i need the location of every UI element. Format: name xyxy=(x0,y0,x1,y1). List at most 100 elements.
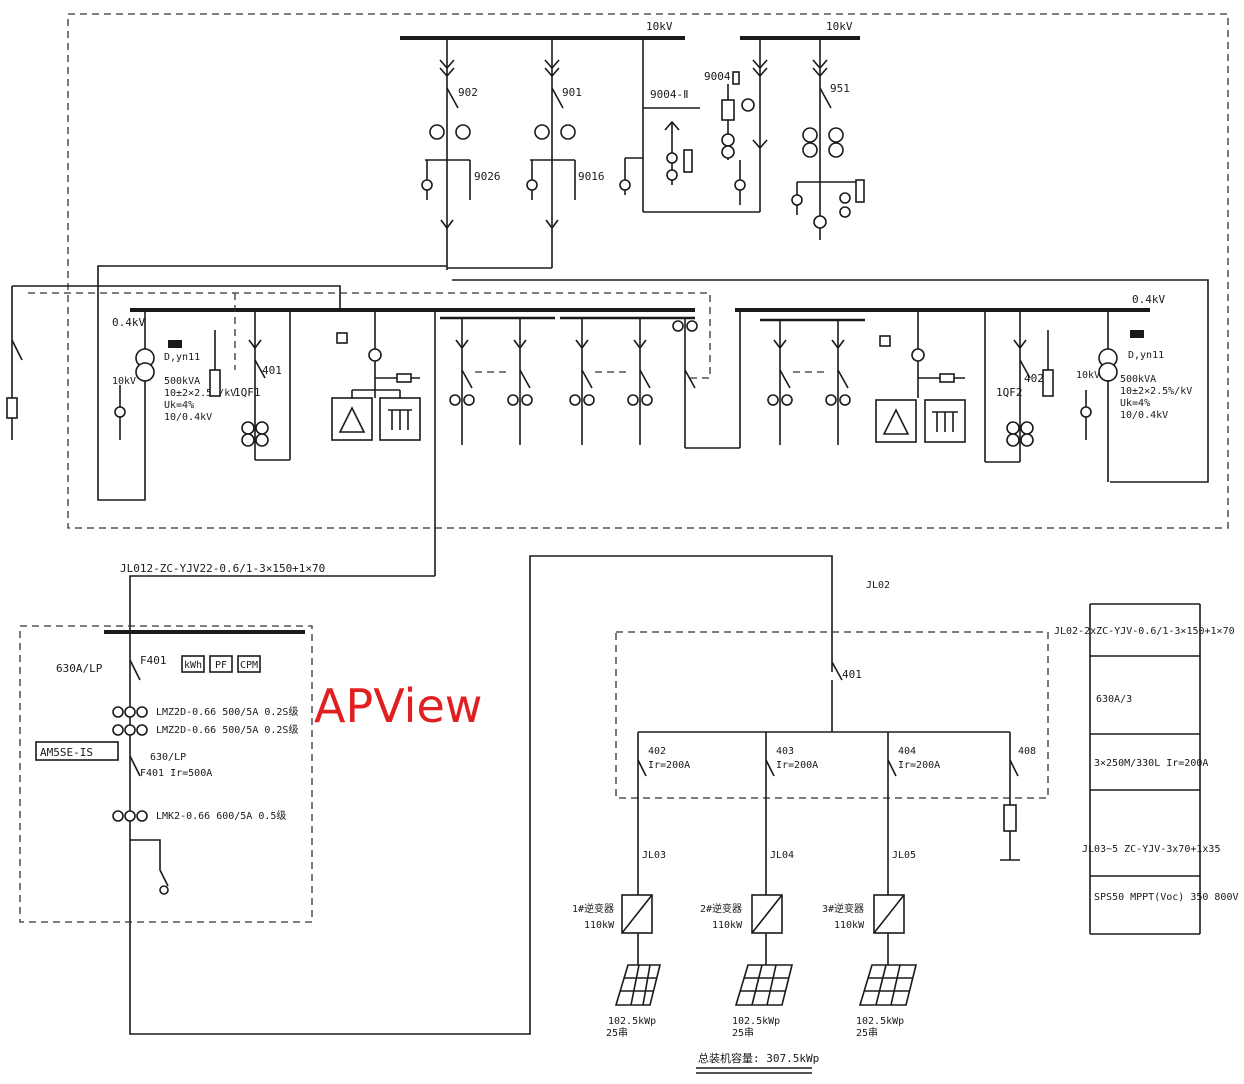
pv-array-1-capacity: 102.5kWp xyxy=(608,1016,656,1027)
spec-table xyxy=(1089,603,1201,935)
inverter-2-power: 110kW xyxy=(712,920,743,931)
main-cable-route xyxy=(129,555,833,1035)
breaker2-spec: 630/LP xyxy=(150,752,186,763)
tx-left-line-3: 10/0.4kV xyxy=(164,412,212,423)
ext-dashed-link xyxy=(28,292,711,379)
inverter-2 xyxy=(751,894,783,965)
tx-right-line-0: D,yn11 xyxy=(1128,350,1164,361)
pv-branch-402 xyxy=(637,732,647,895)
branch-404-tag: 404 xyxy=(898,746,916,757)
qf2-label: 1QF2 xyxy=(996,386,1023,399)
ct-row-1 xyxy=(112,706,148,736)
lv-feeders-group-3 xyxy=(767,320,851,445)
branch-402-tag: 402 xyxy=(648,746,666,757)
pv-array-2 xyxy=(734,964,794,1006)
pv-branch-408 xyxy=(1000,732,1020,861)
pv-array-1-strings: 25串 xyxy=(606,1027,628,1039)
feeder-901 xyxy=(447,38,576,269)
tx-left-line-2: Uk=4% xyxy=(164,400,194,411)
pv-branch-404 xyxy=(887,732,897,895)
bus-tie xyxy=(672,310,741,449)
pv-array-1 xyxy=(614,964,662,1006)
tx-right-line-2: Uk=4% xyxy=(1120,398,1150,409)
ct2-label: LMZ2D-0.66 500/5A 0.2S级 xyxy=(156,724,298,736)
transformer-left xyxy=(97,310,182,501)
feeder-jl05: JL05 xyxy=(892,850,916,861)
breaker2-tag: F401 Ir=500A xyxy=(140,768,212,779)
hv-bus-right-label: 10kV xyxy=(826,20,853,33)
capacitor-bank-left xyxy=(331,310,421,441)
left-panel-breaker-tag: F401 xyxy=(140,654,167,667)
tx-left-line-0: D,yn11 xyxy=(164,352,200,363)
main-cable-label: JL012-ZC-YJV22-0.6/1-3×150+1×70 xyxy=(120,562,325,575)
tx-left-rating: 500kVA xyxy=(164,376,200,387)
spec-row-4: JL03~5 ZC-YJV-3x70+1x35 xyxy=(1082,844,1220,855)
lv-feeders-group-2 xyxy=(569,318,653,445)
tx-right-hv: 10kV xyxy=(1076,370,1100,381)
branch-408-tag: 408 xyxy=(1018,746,1036,757)
hv-cable-right xyxy=(452,279,1209,483)
meter-boxes xyxy=(181,655,261,673)
pv-array-3-strings: 25串 xyxy=(856,1027,878,1039)
breaker-401-label: 401 xyxy=(262,364,282,377)
meter-box-cpm: CPM xyxy=(240,660,258,671)
spec-row-3: 3×250M/330L Ir=200A xyxy=(1094,758,1208,769)
ct-row-3 xyxy=(112,810,148,822)
capacitor-bank-right xyxy=(875,310,966,443)
pv-array-2-strings: 25串 xyxy=(732,1027,754,1039)
qf1-label: 1QF1 xyxy=(234,386,261,399)
feeder-jl03: JL03 xyxy=(642,850,666,861)
transformer-right xyxy=(1080,310,1144,482)
branch-403-rating: Ir=200A xyxy=(776,760,818,771)
pv-array-3 xyxy=(858,964,918,1006)
hv-bus-left-label: 10kV xyxy=(646,20,673,33)
substation-boundary xyxy=(67,13,1229,529)
pv-total-capacity: 总装机容量: 307.5kWp xyxy=(698,1051,819,1065)
left-panel-breaker-spec: 630A/LP xyxy=(56,662,103,675)
meter-box-pf: PF xyxy=(215,660,227,671)
feeder-9004-ii xyxy=(619,38,760,213)
ct1-label: LMZ2D-0.66 500/5A 0.2S级 xyxy=(156,706,298,718)
tx-left-line-1: 10±2×2.5%/kV xyxy=(164,388,236,399)
inverter-3 xyxy=(873,894,905,965)
tx-right-rating: 500kVA xyxy=(1120,374,1156,385)
spec-row-5: SPS50 MPPT(Voc) 350 800V 75路 410V xyxy=(1094,890,1244,903)
feeder-9004-label: 9004 xyxy=(704,70,731,83)
inverter-3-power: 110kW xyxy=(834,920,865,931)
branch-403-tag: 403 xyxy=(776,746,794,757)
pv-main-breaker-label: 401 xyxy=(842,668,862,681)
pv-branch-403 xyxy=(765,732,775,895)
feeder-9004-ii-label: 9004-Ⅱ xyxy=(650,88,689,101)
meter-model-label: AM5SE-IS xyxy=(40,746,93,759)
feeder-902-label: 902 xyxy=(458,86,478,99)
feeder-951 xyxy=(791,38,865,240)
spec-row-2: 630A/3 xyxy=(1096,694,1132,705)
lv-feeders-group-1 xyxy=(449,318,533,445)
tx-right-line-1: 10±2×2.5%/kV xyxy=(1120,386,1192,397)
ext-cable xyxy=(12,285,341,310)
pv-grid-cabinet xyxy=(615,631,1049,799)
inverter-3-name: 3#逆变器 xyxy=(822,902,864,915)
feeder-902 xyxy=(421,38,471,270)
spec-row-1: JL02-2xZC-YJV-0.6/1-3×150+1×70 xyxy=(1054,626,1235,637)
feeder-951-label: 951 xyxy=(830,82,850,95)
inverter-1-name: 1#逆变器 xyxy=(572,902,614,915)
lv-bus-right-label: 0.4kV xyxy=(1132,293,1165,306)
feeder-901-label: 901 xyxy=(562,86,582,99)
left-metering-panel xyxy=(19,625,313,923)
meter-model-box xyxy=(35,741,119,761)
pv-incoming-tag: JL02 xyxy=(866,580,890,591)
inverter-1 xyxy=(621,894,653,965)
branch-404-rating: Ir=200A xyxy=(898,760,940,771)
lv-bus-left-label: 0.4kV xyxy=(112,316,145,329)
inverter-2-name: 2#逆变器 xyxy=(700,902,742,915)
hv-cable-left xyxy=(97,265,447,315)
feeder-9016-label: 9016 xyxy=(578,170,605,183)
tx-left-hv: 10kV xyxy=(112,376,136,387)
inverter-1-power: 110kW xyxy=(584,920,615,931)
feeder-9026-label: 9026 xyxy=(474,170,501,183)
breaker-401 xyxy=(209,310,291,461)
breaker-402-label: 402 xyxy=(1024,372,1044,385)
branch-402-rating: Ir=200A xyxy=(648,760,690,771)
